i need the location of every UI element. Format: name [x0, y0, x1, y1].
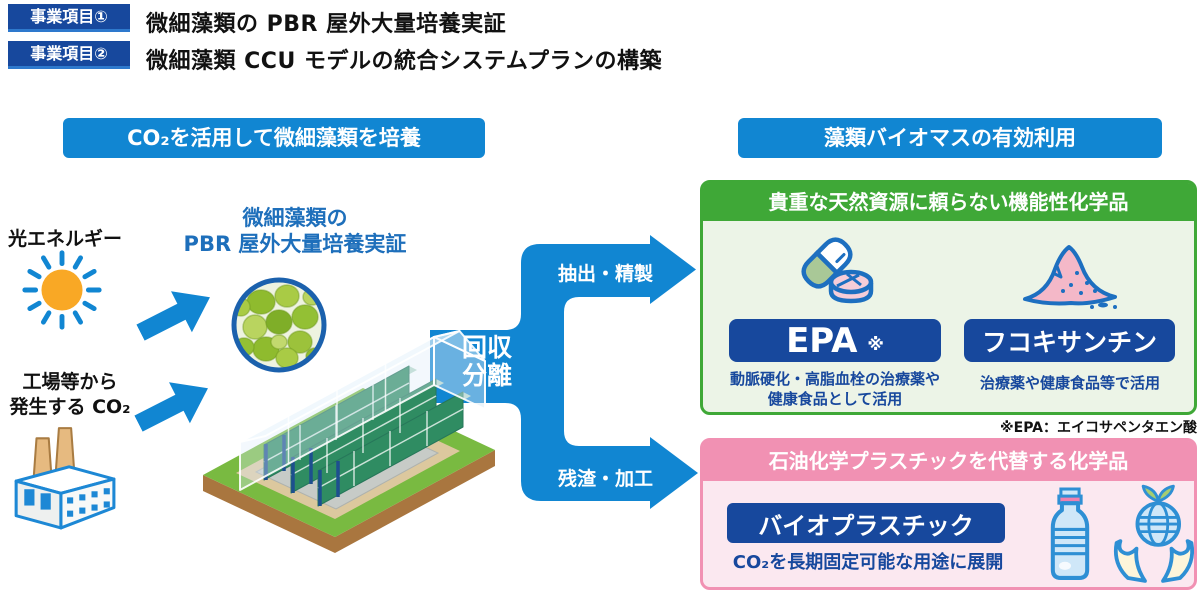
plastics-panel: 石油化学プラスチックを代替する化学品 バイオプラスチック CO₂を長期固定可能な…: [700, 438, 1197, 590]
algae-microscope-photo: [231, 277, 327, 373]
factory-icon: [14, 427, 116, 530]
fucoxanthin-label: フコキサンチン: [981, 327, 1157, 357]
fucoxanthin-description: 治療薬や健康食品等で活用: [979, 374, 1160, 392]
fucoxanthin-box: フコキサンチン: [964, 319, 1175, 362]
epa-desc-line2: 健康食品として活用: [767, 390, 903, 408]
project-title-2: 微細藻類 CCU モデルの統合システムプランの構築: [146, 49, 662, 74]
arrow-right-icon: [136, 291, 210, 341]
capsule-pill-icon: [801, 237, 874, 304]
factory-co2-label: 工場等から 発生する CO₂: [0, 370, 140, 420]
epa-label: EPA: [786, 320, 858, 361]
recovery-line2: 分離: [461, 361, 512, 390]
flow-branch-arrow: [430, 235, 698, 509]
sun-icon: [22, 250, 102, 330]
algae-label-line1: 微細藻類の: [242, 206, 348, 230]
bioplastic-label: バイオプラスチック: [758, 511, 974, 540]
greenhouse-pbr-illustration: [203, 330, 495, 553]
project-badge-2: 事業項目②: [8, 41, 130, 69]
epa-desc-line1: 動脈硬化・高脂血栓の治療薬や: [729, 370, 940, 388]
bioplastic-box: バイオプラスチック: [727, 503, 1005, 543]
epa-box: EPA ※: [729, 319, 941, 362]
extraction-label: 抽出・精製: [557, 263, 653, 285]
recovery-separation-label: 回収 分離: [450, 334, 524, 390]
residue-label: 残渣・加工: [557, 468, 653, 490]
bioplastic-description: CO₂を長期固定可能な用途に展開: [732, 552, 1004, 573]
plastics-panel-header: 石油化学プラスチックを代替する化学品: [703, 441, 1194, 481]
utilization-header: 藻類バイオマスの有効利用: [738, 118, 1162, 158]
functional-panel-header: 貴重な天然資源に頼らない機能性化学品: [703, 183, 1194, 221]
plastic-bottle-icon: [1050, 487, 1090, 580]
factory-co2-line1: 工場等から: [22, 371, 118, 393]
recovery-line1: 回収: [461, 333, 512, 362]
epa-note: ※EPA：エイコサペンタエン酸: [1000, 420, 1197, 436]
epa-description: 動脈硬化・高脂血栓の治療薬や 健康食品として活用: [703, 369, 967, 409]
algae-label-line2: PBR 屋外大量培養実証: [183, 232, 407, 256]
epa-mark: ※: [867, 334, 884, 355]
arrow-right-icon: [134, 382, 208, 432]
light-energy-label: 光エネルギー: [8, 228, 123, 250]
project-title-1: 微細藻類の PBR 屋外大量培養実証: [146, 12, 507, 37]
powder-pile-icon: [1023, 245, 1117, 309]
factory-co2-line2: 発生する CO₂: [9, 396, 131, 418]
hands-globe-icon: [1113, 484, 1195, 583]
algae-label: 微細藻類の PBR 屋外大量培養実証: [155, 205, 435, 257]
cultivation-header: CO₂を活用して微細藻類を培養: [63, 118, 485, 158]
project-badge-1: 事業項目①: [8, 4, 130, 32]
functional-chemicals-panel: 貴重な天然資源に頼らない機能性化学品 EPA ※: [700, 180, 1197, 415]
